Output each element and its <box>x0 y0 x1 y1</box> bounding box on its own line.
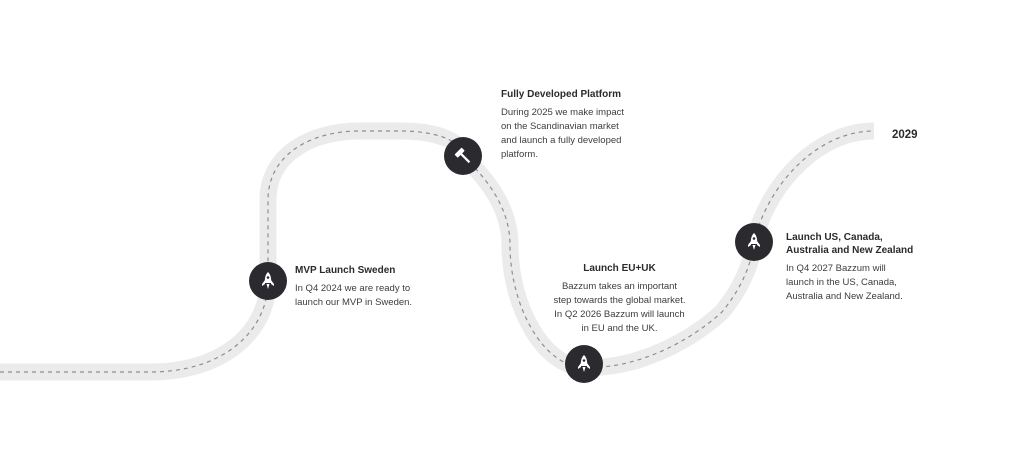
milestone-3-body: Bazzum takes an important step towards t… <box>553 281 686 334</box>
milestone-3-text: Launch EU+UK Bazzum takes an important s… <box>552 262 687 336</box>
milestone-2-body: During 2025 we make impact on the Scandi… <box>501 107 625 160</box>
milestone-2-text: Fully Developed Platform During 2025 we … <box>501 88 636 162</box>
milestone-3-title: Launch EU+UK <box>583 263 656 274</box>
milestone-1-node <box>249 262 287 300</box>
rocket-icon <box>259 271 277 291</box>
end-year-label: 2029 <box>892 129 918 141</box>
hammer-icon <box>453 146 473 166</box>
milestone-4-text: Launch US, Canada, Australia and New Zea… <box>786 231 916 304</box>
milestone-1-text: MVP Launch Sweden In Q4 2024 we are read… <box>295 264 425 310</box>
milestone-3-node <box>565 345 603 383</box>
milestone-2-node <box>444 137 482 175</box>
milestone-2-title: Fully Developed Platform <box>501 89 622 100</box>
milestone-4-body: In Q4 2027 Bazzum will launch in the US,… <box>786 263 903 302</box>
milestone-4-title: Launch US, Canada, Australia and New Zea… <box>786 232 914 256</box>
rocket-icon <box>575 354 593 374</box>
milestone-4-node <box>735 223 773 261</box>
milestone-1-title: MVP Launch Sweden <box>295 265 396 276</box>
milestone-1-body: In Q4 2024 we are ready to launch our MV… <box>295 283 413 308</box>
rocket-icon <box>745 232 763 252</box>
